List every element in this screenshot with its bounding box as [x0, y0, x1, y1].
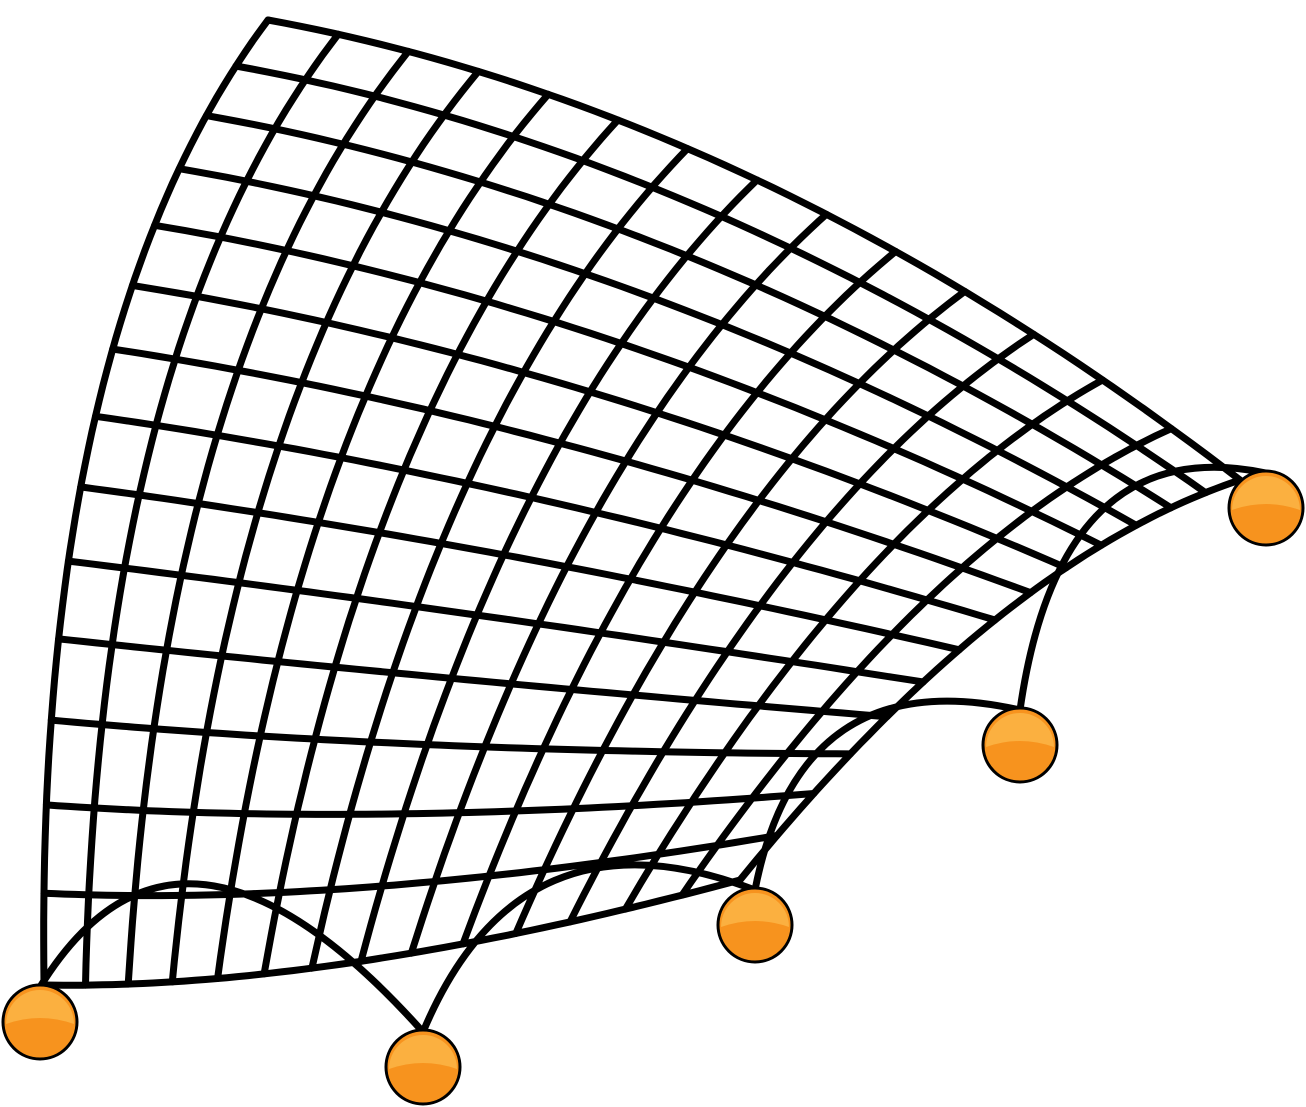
net-strand-ring [55, 635, 891, 721]
net-strand-radial [512, 287, 969, 937]
net-strand-ring [128, 281, 1070, 572]
weight-ball-highlight [721, 893, 789, 927]
net-strand-ring [42, 790, 818, 818]
net-strand-ring [92, 412, 999, 624]
net-strand-radial [621, 376, 1107, 913]
net-scallop-edge [1016, 463, 1270, 714]
net-strand-radial [40, 16, 272, 989]
weight-ball-highlight [1232, 476, 1300, 510]
net-weight-ball [981, 706, 1059, 784]
weight-ball-highlight [389, 1035, 457, 1069]
net-strand-radial [678, 425, 1175, 899]
net-scallop-edge [751, 697, 1024, 894]
weight-ball-highlight [986, 713, 1054, 747]
net-weight-ball [384, 1028, 462, 1106]
net-strand-radial [566, 330, 1038, 926]
net-scallop-edge [36, 880, 427, 1036]
net-strand-ring [40, 832, 781, 900]
net-weight-ball [1227, 469, 1305, 547]
net-scallop-edge [419, 861, 759, 1036]
net-strand-ring [77, 483, 963, 654]
net-mesh [36, 16, 1270, 1036]
net-strand-ring [40, 876, 744, 989]
net-strand-radial [459, 247, 900, 948]
net-strand-ring [232, 62, 1210, 497]
net-weight-ball [1, 983, 79, 1061]
net-strand-ring [264, 16, 1244, 484]
net-strand-ring [47, 716, 854, 758]
net-strand-radial [736, 476, 1244, 884]
net-strand-radial [407, 210, 830, 957]
net-weights [1, 469, 1305, 1106]
net-weight-ball [716, 886, 794, 964]
weight-ball-highlight [6, 990, 74, 1024]
net-strand-ring [64, 557, 927, 686]
